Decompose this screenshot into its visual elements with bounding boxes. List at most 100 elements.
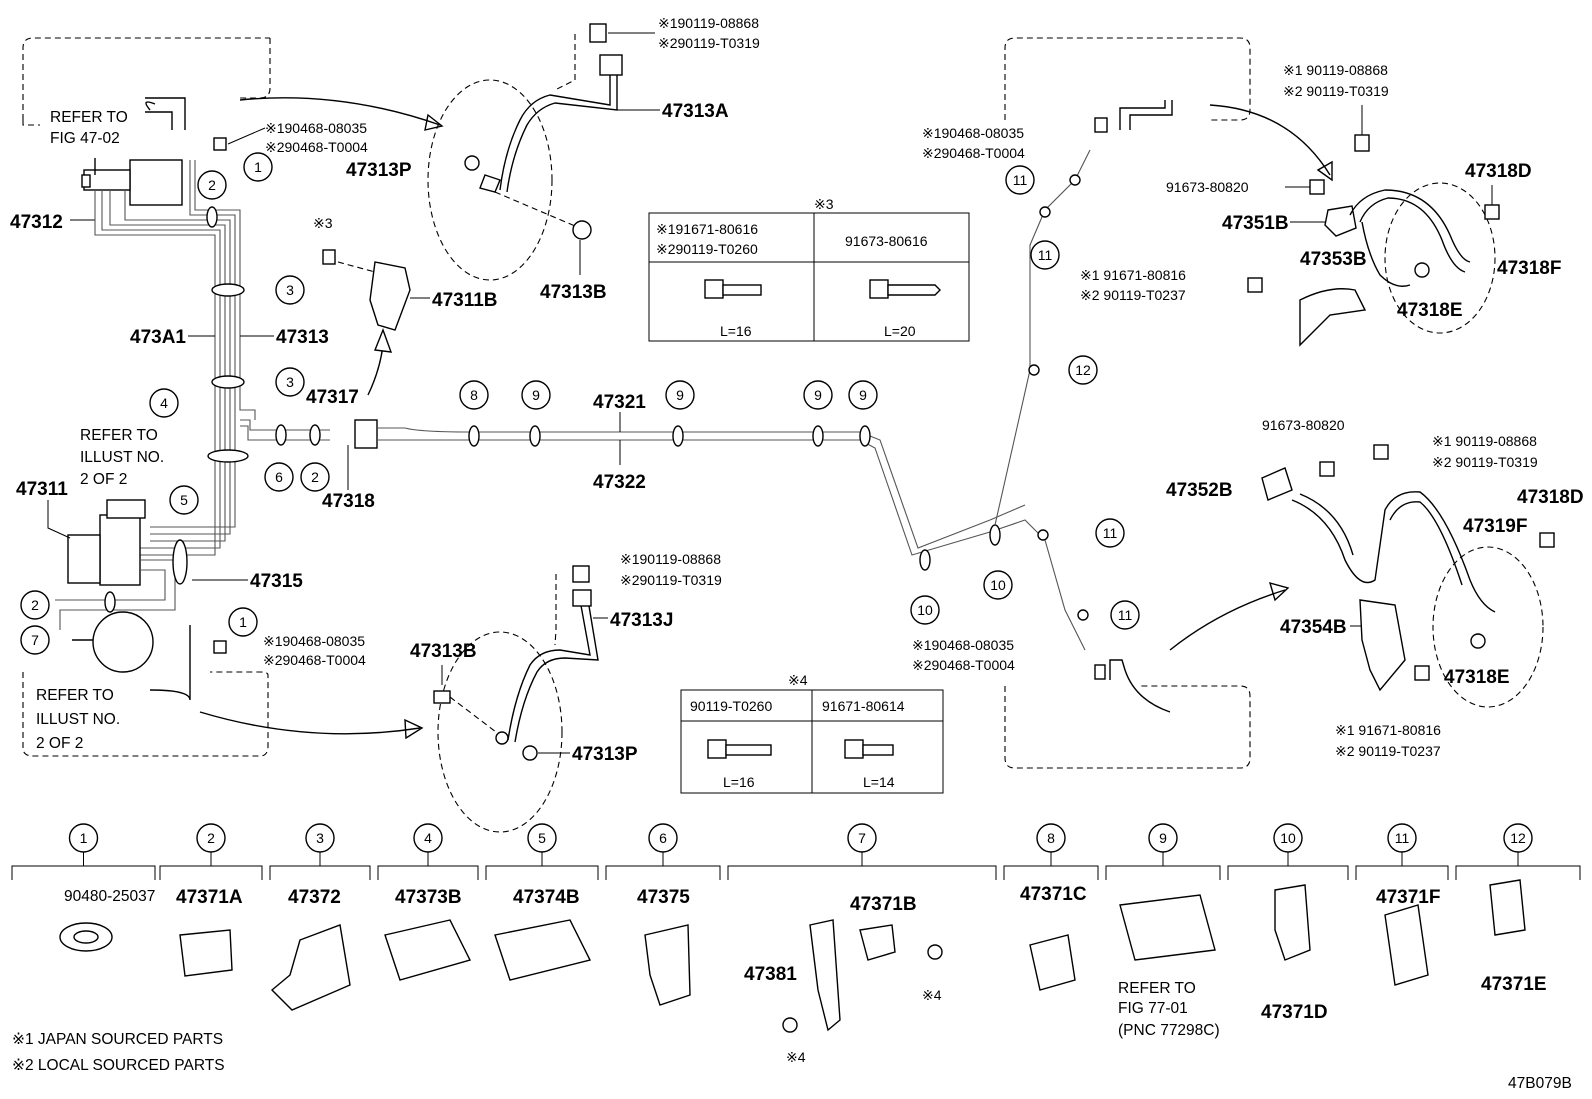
- legend-11-number: 47371F: [1376, 887, 1440, 908]
- callout-4: 4: [149, 388, 179, 418]
- callout-10-number: 10: [917, 602, 933, 618]
- footnote-local: ※2 LOCAL SOURCED PARTS: [12, 1057, 225, 1074]
- code-br-d2: ※2 90119-T0237: [1335, 743, 1441, 759]
- bracket-47353b: [1299, 288, 1367, 347]
- label-47315: 47315: [250, 571, 303, 592]
- detail-circle-bottom: [437, 631, 563, 833]
- legend-9-refer-2: FIG 77-01: [1118, 1000, 1188, 1017]
- callout-7: 7: [20, 625, 50, 655]
- callout-4-number: 4: [160, 395, 168, 411]
- clamp-47371d: [1274, 884, 1311, 961]
- hose-47318f: [1349, 189, 1471, 263]
- callout-9: 9: [521, 380, 551, 410]
- label-47313p-top: 47313P: [346, 160, 412, 181]
- code-br-a2: ※2 90119-T0319: [1432, 454, 1538, 470]
- code-tr-a2: ※2 90119-T0319: [1283, 83, 1389, 99]
- callout-2-number: 2: [208, 177, 216, 193]
- refer-top-left-line1: REFER TO: [50, 109, 128, 126]
- callout-9-number: 9: [814, 387, 822, 403]
- label-47312: 47312: [10, 212, 63, 233]
- refer-box-top-left: [22, 37, 271, 120]
- callout-1-number: 1: [239, 614, 247, 630]
- label-47352b: 47352B: [1166, 480, 1233, 501]
- callout-2: 2: [300, 462, 330, 492]
- label-47351b: 47351B: [1222, 213, 1289, 234]
- callout-9: 9: [803, 380, 833, 410]
- mark-3: ※3: [313, 215, 333, 231]
- code-bc-b1: ※190468-08035: [912, 637, 1014, 653]
- clamp-47372: [270, 924, 351, 1011]
- callout-3: 3: [275, 367, 305, 397]
- clamp-47373b: [384, 919, 472, 981]
- callout-3-number: 3: [286, 282, 294, 298]
- legend-group-6: 6: [605, 823, 721, 880]
- label-47322: 47322: [593, 472, 646, 493]
- refer-mid-line2: ILLUST NO.: [80, 449, 164, 466]
- legend-3-number: 47372: [288, 887, 341, 908]
- legend-group-1: 1: [11, 823, 156, 880]
- table3-c2: 91673-80616: [845, 233, 928, 249]
- refer-bot-line3: 2 OF 2: [36, 735, 83, 752]
- callout-11-number: 11: [1118, 607, 1133, 623]
- callout-2: 2: [197, 170, 227, 200]
- label-473a1: 473A1: [130, 327, 186, 348]
- footnote-japan: ※1 JAPAN SOURCED PARTS: [12, 1031, 223, 1048]
- callout-3: 3: [275, 275, 305, 305]
- refer-box-bottom-left: [22, 671, 269, 757]
- clamp-47371f: [1384, 904, 1429, 986]
- callout-2: 2: [20, 590, 50, 620]
- table4-l2: L=14: [863, 774, 895, 790]
- callout-9: 9: [848, 380, 878, 410]
- legend-4-callout: 4: [424, 830, 432, 846]
- label-47313b-bot: 47313B: [410, 641, 477, 662]
- table3-l2: L=20: [884, 323, 916, 339]
- legend-group-10: 10: [1227, 823, 1349, 880]
- legend-10-number: 47371D: [1261, 1002, 1328, 1023]
- legend-group-2: 2: [159, 823, 263, 880]
- code-bl-b1: ※190468-08035: [263, 633, 365, 649]
- clamp-47371b: [859, 924, 896, 961]
- table3-c1-line2: ※290119-T0260: [656, 241, 758, 257]
- callout-1: 1: [243, 152, 273, 182]
- code-tl-a2: ※290119-T0319: [658, 35, 760, 51]
- code-bl-a2: ※290119-T0319: [620, 572, 722, 588]
- label-47317: 47317: [306, 387, 359, 408]
- callout-7-number: 7: [31, 632, 39, 648]
- label-47313a: 47313A: [662, 101, 729, 122]
- legend-group-12: 12: [1455, 823, 1581, 880]
- label-47318f: 47318F: [1497, 258, 1561, 279]
- legend-7-mark-b: ※4: [786, 1049, 806, 1065]
- callout-11-number: 11: [1103, 525, 1118, 541]
- legend-9-refer-1: REFER TO: [1118, 980, 1196, 997]
- legend-group-8: 8: [1003, 823, 1099, 880]
- clamp-47371a: [179, 929, 233, 977]
- callout-1: 1: [228, 607, 258, 637]
- clamp-47375: [644, 924, 691, 1006]
- clamp-47371c: [1029, 934, 1076, 991]
- legend-5-callout: 5: [538, 830, 546, 846]
- legend-2-callout: 2: [207, 830, 215, 846]
- label-47318e-bot: 47318E: [1444, 667, 1510, 688]
- refer-box-bottom-center: [1004, 685, 1251, 769]
- callout-3-number: 3: [286, 374, 294, 390]
- code-tr-a1: ※1 90119-08868: [1283, 62, 1388, 78]
- legend-6-callout: 6: [659, 830, 667, 846]
- callout-6-number: 6: [275, 469, 283, 485]
- callout-11: 11: [1030, 240, 1060, 270]
- hose-47313a: [499, 70, 611, 191]
- legend-1-callout: 1: [80, 830, 88, 846]
- code-br-a1: ※1 90119-08868: [1432, 433, 1537, 449]
- callout-10-number: 10: [990, 577, 1006, 593]
- detail-circle-right-top: [1384, 182, 1496, 334]
- callout-2-number: 2: [31, 597, 39, 613]
- label-47311: 47311: [16, 479, 68, 500]
- legend-5-number: 47374B: [513, 887, 580, 908]
- label-47319f: 47319F: [1463, 516, 1527, 537]
- diagram-id: 47B079B: [1508, 1075, 1572, 1092]
- legend-group-3: 3: [269, 823, 371, 880]
- legend-9-callout: 9: [1159, 830, 1167, 846]
- code-tr-d1: ※1 91671-80816: [1080, 267, 1186, 283]
- abs-actuator: [129, 159, 183, 206]
